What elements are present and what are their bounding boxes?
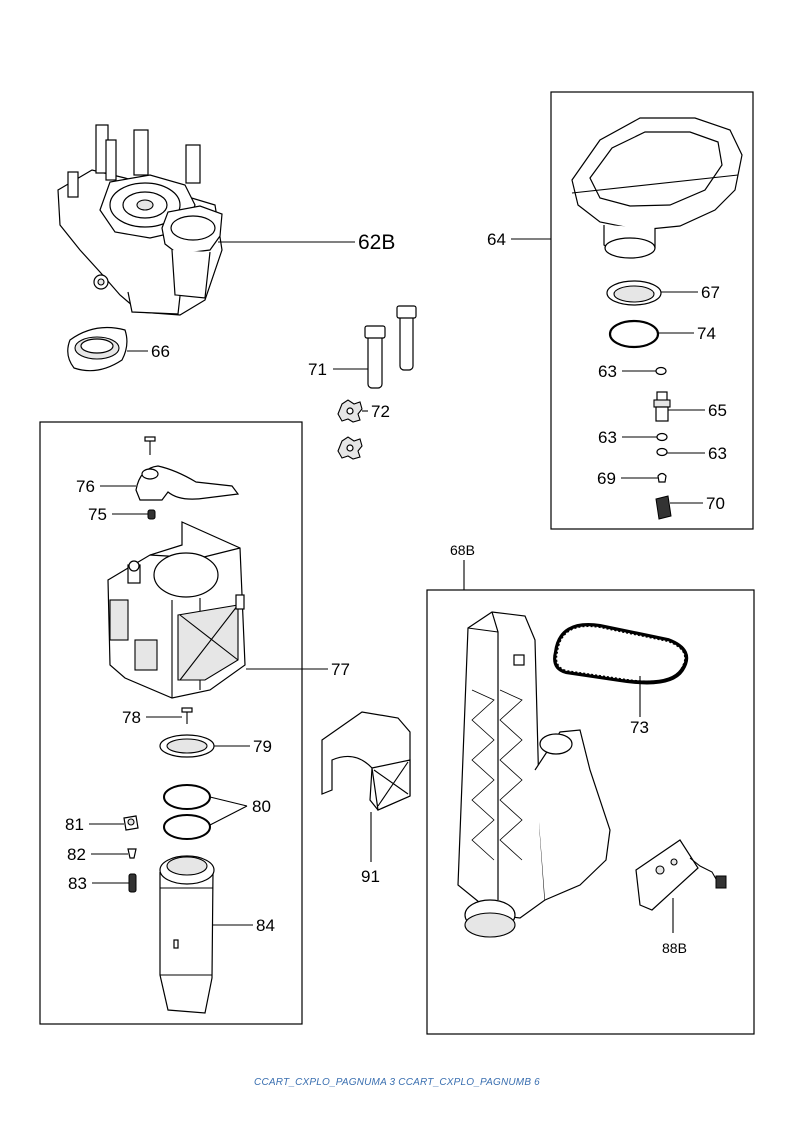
part-66-drawing [67, 327, 128, 372]
label-84: 84 [256, 916, 275, 935]
leader-80b [209, 805, 248, 826]
part-63-oring-c [656, 447, 668, 457]
page-footer-code: CCART_CXPLO_PAGNUMA 3 CCART_CXPLO_PAGNUM… [254, 1077, 540, 1088]
label-69: 69 [597, 469, 616, 488]
part-screw-top [144, 436, 156, 455]
part-68B-drawing [457, 611, 611, 938]
part-82-drawing [127, 848, 137, 859]
part-83-drawing [128, 873, 137, 893]
part-71-drawing [364, 305, 417, 389]
label-70: 70 [706, 494, 725, 513]
label-77: 77 [331, 660, 350, 679]
part-73-drawing [553, 623, 689, 685]
box-77 [39, 421, 303, 1025]
label-78: 78 [122, 708, 141, 727]
label-62B: 62B [358, 231, 395, 254]
part-67-drawing [606, 280, 662, 306]
label-72: 72 [371, 402, 390, 421]
label-75: 75 [88, 505, 107, 524]
label-63c: 63 [708, 444, 727, 463]
label-79: 79 [253, 737, 272, 756]
leader-80a [209, 796, 248, 807]
part-76-drawing [135, 465, 240, 501]
label-63b: 63 [598, 428, 617, 447]
part-91-drawing [321, 711, 411, 811]
label-68B: 68B [450, 542, 475, 558]
label-82: 82 [67, 845, 86, 864]
part-72-drawing [337, 399, 363, 460]
part-69-drawing [657, 472, 667, 483]
part-62B-drawing [57, 124, 223, 316]
label-65: 65 [708, 401, 727, 420]
part-63-oring-a [655, 366, 667, 376]
part-77-drawing [107, 521, 246, 699]
part-84-drawing [159, 855, 215, 1014]
label-91: 91 [361, 867, 380, 886]
part-80-drawing [163, 784, 211, 840]
label-81: 81 [65, 815, 84, 834]
part-88B-drawing [635, 839, 727, 911]
part-64-drawing [571, 117, 743, 259]
part-63-oring-b [656, 432, 668, 442]
part-65-drawing [653, 391, 671, 422]
label-83: 83 [68, 874, 87, 893]
label-73: 73 [630, 718, 649, 737]
part-70-drawing [655, 495, 672, 520]
box-68B [426, 589, 755, 1035]
label-66: 66 [151, 342, 170, 361]
label-71: 71 [308, 360, 327, 379]
box-64 [550, 91, 754, 530]
label-63a: 63 [598, 362, 617, 381]
part-81-drawing [123, 815, 139, 831]
label-88B: 88B [662, 940, 687, 956]
label-74: 74 [697, 324, 716, 343]
part-79-drawing [159, 734, 215, 758]
label-76: 76 [76, 477, 95, 496]
label-67: 67 [701, 283, 720, 302]
part-74-drawing [608, 319, 660, 349]
part-78-drawing [181, 707, 193, 724]
label-64: 64 [487, 230, 506, 249]
part-75-drawing [147, 509, 156, 520]
label-80: 80 [252, 797, 271, 816]
